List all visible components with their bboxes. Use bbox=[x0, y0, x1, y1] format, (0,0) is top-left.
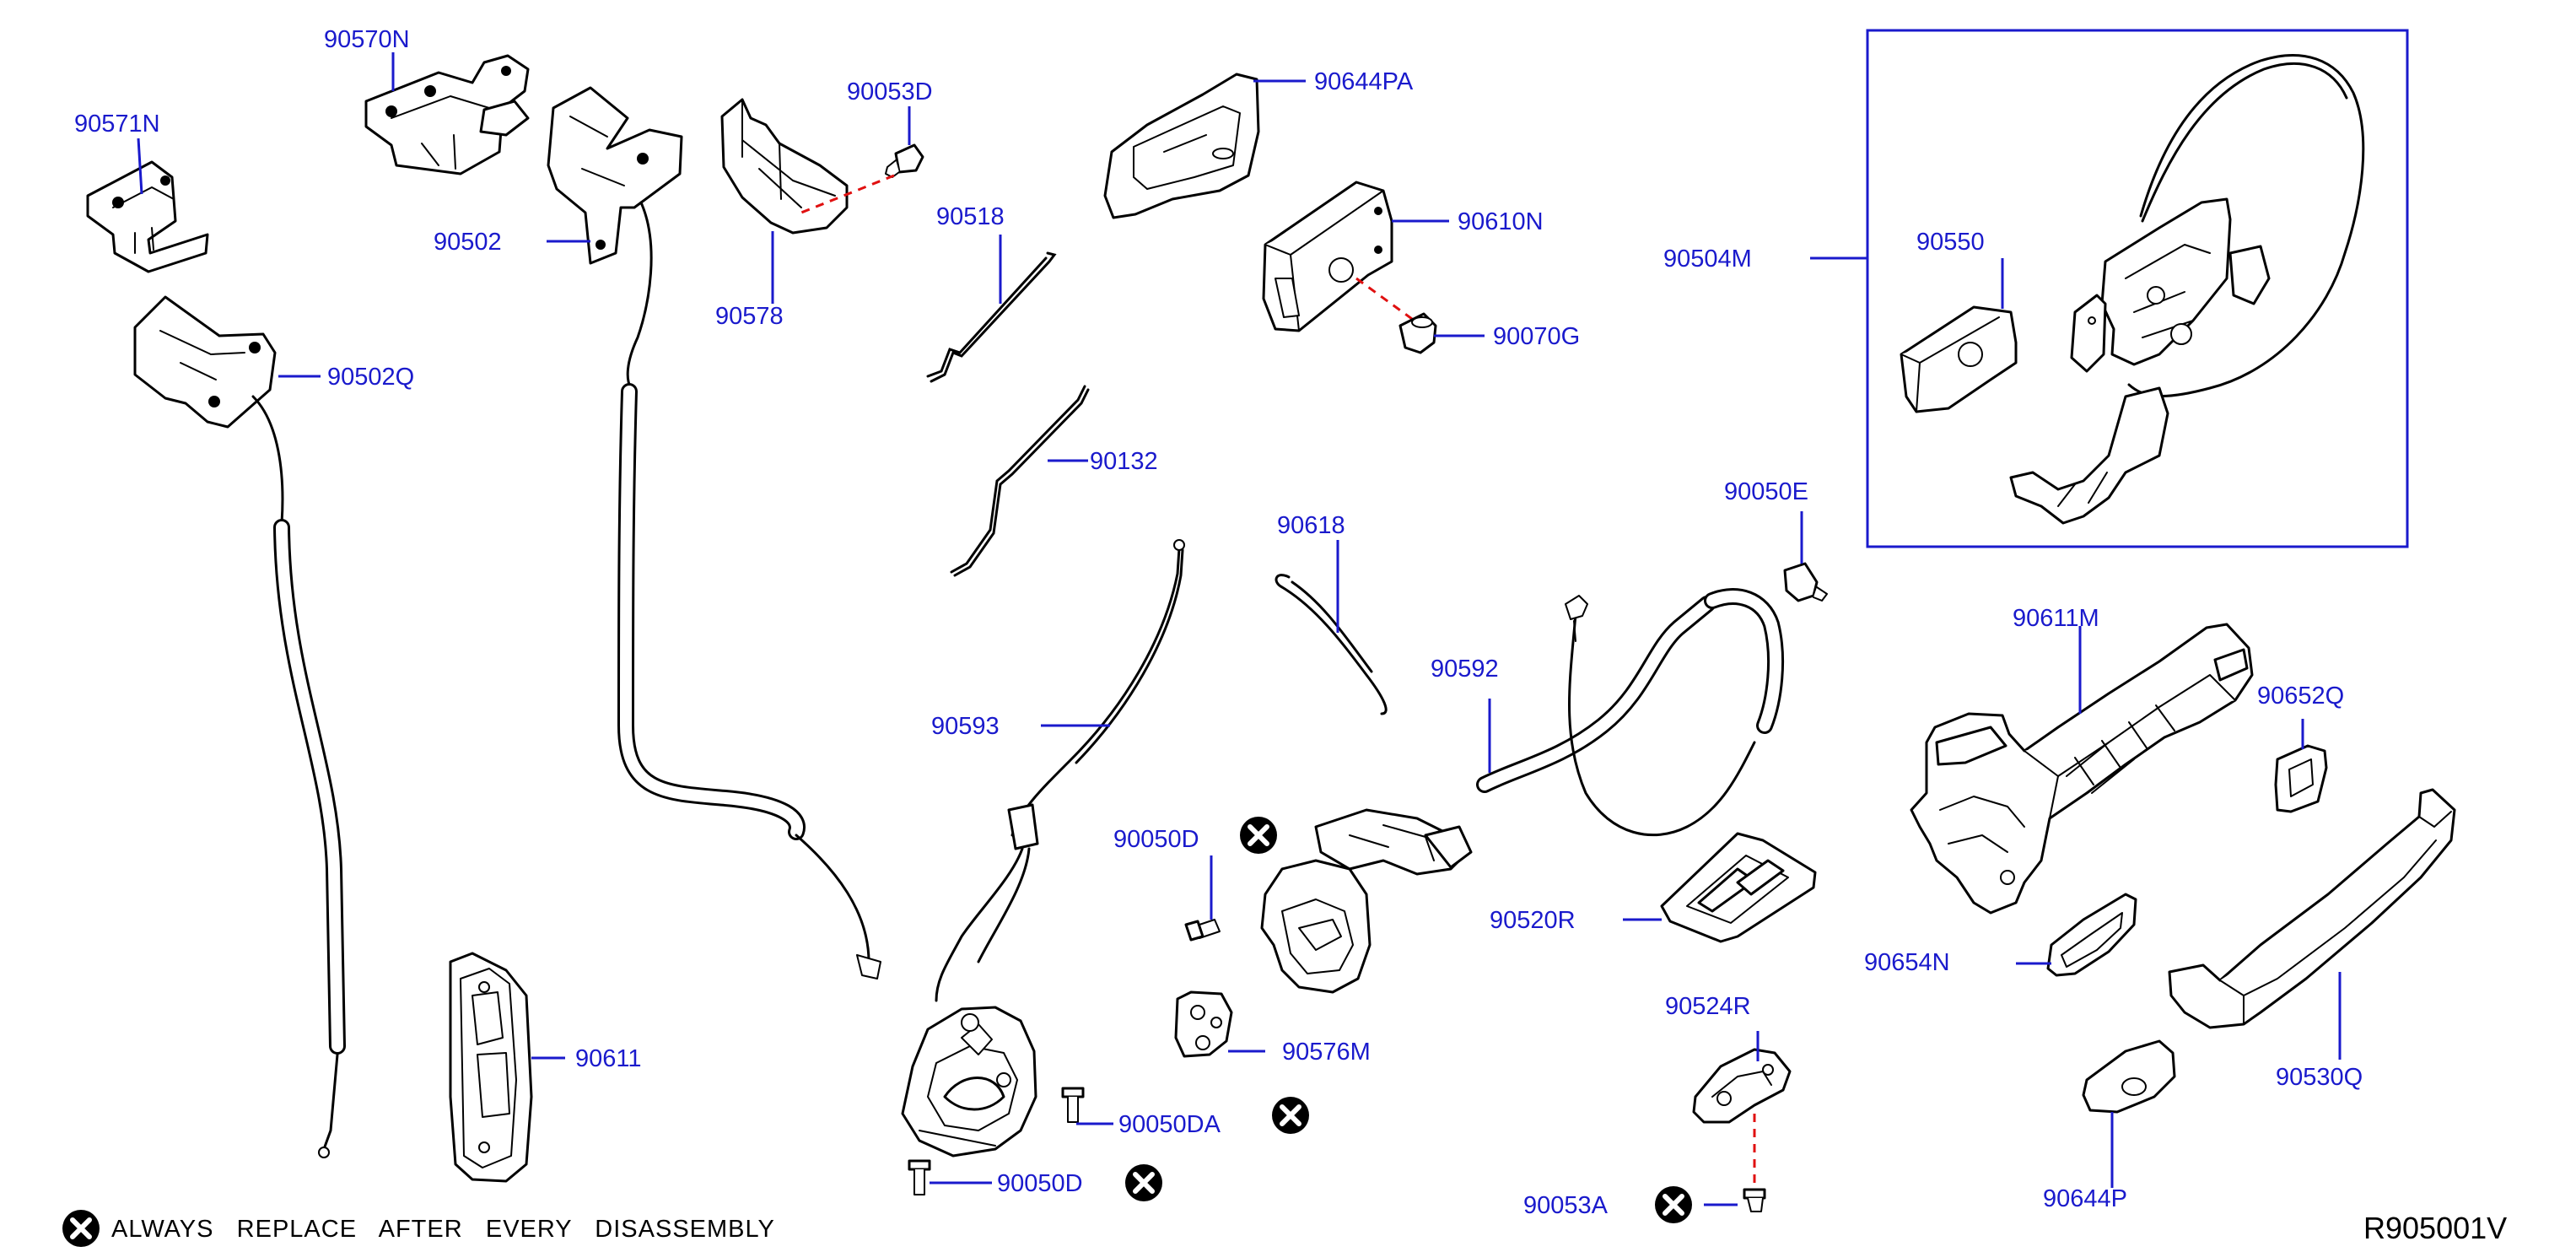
label-90611m: 90611M bbox=[2013, 605, 2099, 632]
shield-90578 bbox=[720, 98, 849, 235]
reference-code: R905001V bbox=[2363, 1211, 2507, 1245]
bracket-90571n bbox=[86, 160, 209, 273]
replace-marker-icon bbox=[1125, 1164, 1162, 1201]
label-90530q: 90530Q bbox=[2276, 1064, 2363, 1091]
frame-90611m bbox=[1910, 623, 2254, 915]
rod-bracket-90502q bbox=[133, 295, 346, 1158]
rod-90518 bbox=[926, 251, 1057, 383]
rod-90132 bbox=[950, 385, 1090, 577]
label-90610n: 90610N bbox=[1458, 208, 1544, 235]
label-90576m: 90576M bbox=[1282, 1039, 1371, 1066]
label-90053a: 90053A bbox=[1523, 1192, 1609, 1219]
label-90592: 90592 bbox=[1431, 656, 1499, 683]
label-90644p: 90644P bbox=[2043, 1185, 2127, 1212]
cover-90652q bbox=[2274, 744, 2328, 813]
label-90654n: 90654N bbox=[1864, 949, 1950, 976]
label-90578: 90578 bbox=[715, 303, 784, 330]
label-90502: 90502 bbox=[434, 229, 502, 256]
label-90524r: 90524R bbox=[1665, 993, 1751, 1020]
label-90132: 90132 bbox=[1090, 448, 1158, 475]
label-90050d-mid: 90050D bbox=[1113, 826, 1199, 853]
label-90571n: 90571N bbox=[74, 111, 160, 138]
handle-90611 bbox=[449, 952, 533, 1183]
inside-handle-90644pa bbox=[1103, 73, 1260, 219]
replace-marker-icon bbox=[1240, 817, 1277, 854]
label-90070g: 90070G bbox=[1493, 323, 1580, 350]
door-lock-assembly bbox=[901, 1006, 1037, 1158]
bolt-90050d-bot bbox=[908, 1159, 931, 1195]
grommet-90070g bbox=[1398, 312, 1437, 354]
x-circle-icon bbox=[62, 1210, 100, 1247]
replace-marker-icon bbox=[1272, 1097, 1309, 1134]
label-90053d-top: 90053D bbox=[847, 78, 933, 105]
bracket-90524r bbox=[1692, 1048, 1792, 1190]
plate-90576m bbox=[1174, 990, 1233, 1058]
cable-90618 bbox=[1275, 574, 1388, 715]
cable-90592 bbox=[1476, 588, 1785, 837]
label-90611: 90611 bbox=[575, 1045, 642, 1072]
bolt-90050da bbox=[1061, 1087, 1085, 1123]
replace-marker-icon bbox=[1655, 1186, 1692, 1223]
bolt-90053d-top bbox=[800, 143, 924, 214]
label-90504m: 90504M bbox=[1663, 246, 1752, 273]
label-90050da: 90050DA bbox=[1118, 1111, 1221, 1138]
label-90520r: 90520R bbox=[1490, 907, 1576, 934]
bolt-90050d-mid bbox=[1184, 919, 1221, 942]
actuator-90610n bbox=[1262, 181, 1413, 332]
gasket-90654n bbox=[2046, 893, 2137, 977]
label-90593: 90593 bbox=[931, 713, 1000, 740]
cap-90644p bbox=[2082, 1039, 2176, 1114]
label-90050d-bot: 90050D bbox=[997, 1170, 1083, 1197]
label-90518: 90518 bbox=[936, 203, 1005, 230]
label-90050e: 90050E bbox=[1724, 478, 1808, 505]
cable-90593 bbox=[935, 539, 1185, 1002]
label-90570n: 90570N bbox=[324, 26, 410, 53]
label-90644pa: 90644PA bbox=[1314, 68, 1414, 95]
label-90502q: 90502Q bbox=[327, 364, 414, 391]
label-90550: 90550 bbox=[1916, 229, 1985, 256]
detail-frame-90504m bbox=[1866, 29, 2409, 548]
latch-90520r-area bbox=[1260, 808, 1473, 994]
bracket-90502 bbox=[547, 86, 881, 979]
replacement-note: ALWAYS REPLACE AFTER EVERY DISASSEMBLY bbox=[111, 1216, 775, 1243]
striker-90570n bbox=[364, 54, 530, 175]
label-90618: 90618 bbox=[1277, 512, 1345, 539]
leader-lines bbox=[137, 52, 2342, 1206]
clip-90050e bbox=[1783, 562, 1828, 602]
label-90652q: 90652Q bbox=[2257, 683, 2344, 710]
actuator-90550 bbox=[1900, 305, 2018, 413]
outside-handle-90530q bbox=[2168, 788, 2456, 1029]
bolt-90053a bbox=[1743, 1188, 1766, 1212]
bracket-90520r bbox=[1660, 832, 1817, 943]
